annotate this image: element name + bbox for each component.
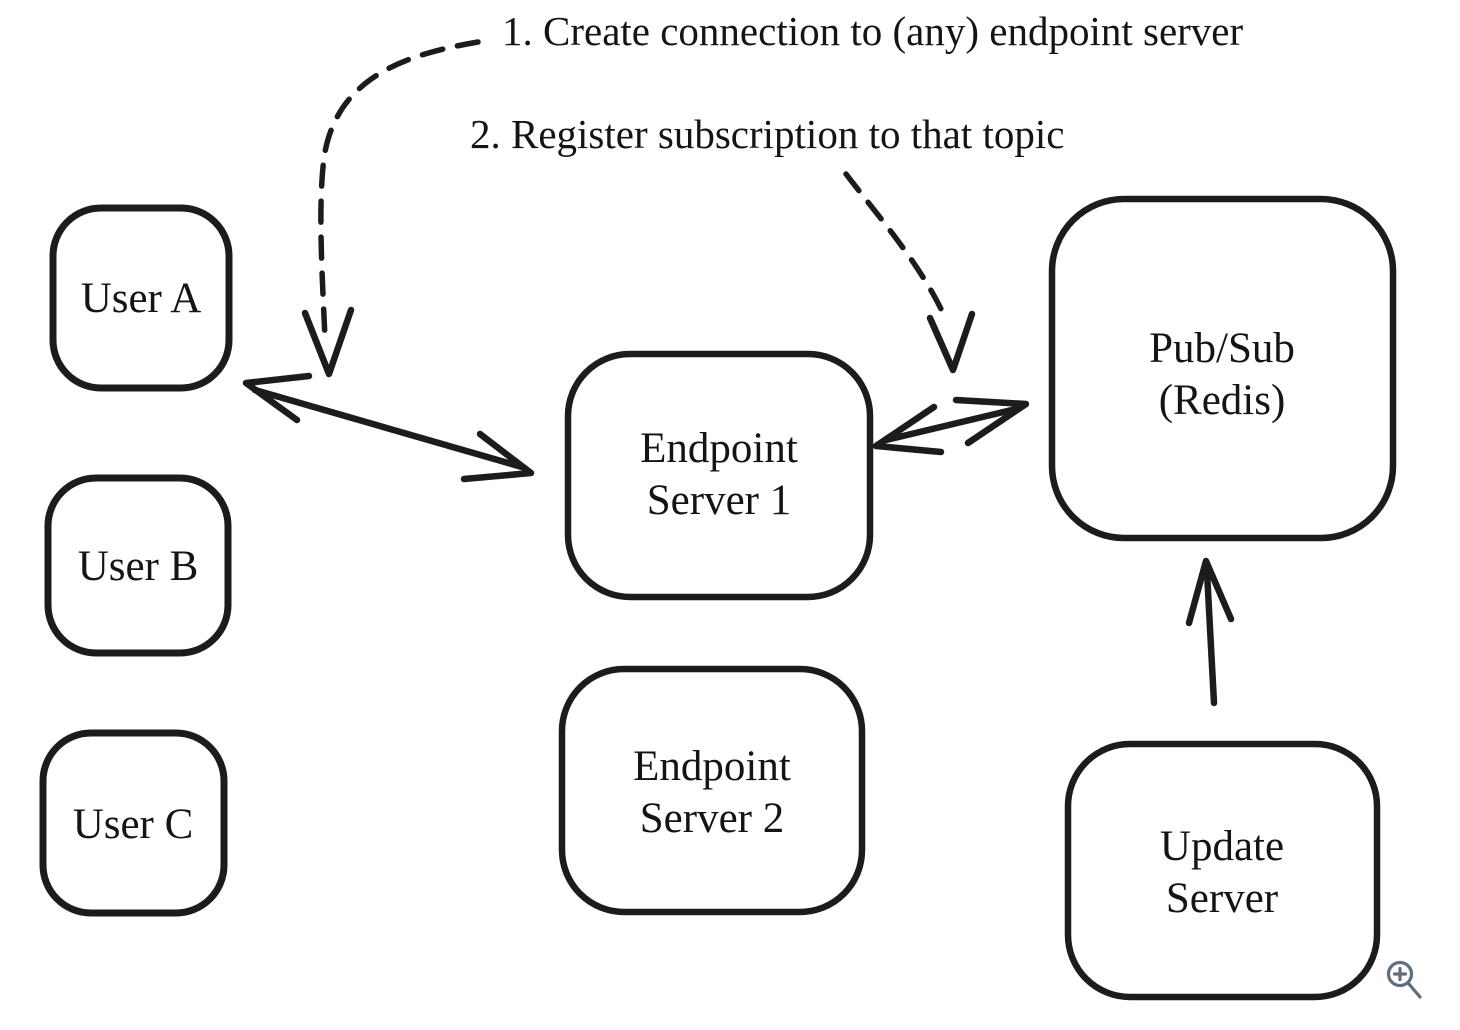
zoom-in-icon[interactable] [1386,960,1422,999]
endpoint-server-1-box [564,350,874,601]
endpoint-server-2-label-line2: Server 2 [640,795,784,842]
update-server-label-line1: Update [1160,823,1284,870]
edge-update-server-pubsub [1185,557,1235,707]
endpoint-server-1-label-line2: Server 1 [647,477,791,524]
diagram-ink [39,39,1397,1001]
annotation-step1: 1. Create connection to (any) endpoint s… [502,8,1243,54]
user-c-label: User C [73,801,194,848]
pubsub-box [1048,195,1397,542]
user-b-box [44,474,232,657]
user-a-label: User A [81,275,202,322]
edge-step1-annotation [301,39,481,378]
edge-endpoint-server-1-pubsub [872,396,1030,456]
user-a-box [49,204,233,392]
user-c-box [39,729,228,917]
edge-user-a-endpoint-server-1 [242,372,535,483]
user-b-label: User B [78,543,199,590]
endpoint-server-2-label-line1: Endpoint [633,743,791,790]
endpoint-server-2-box [558,665,866,916]
pubsub-label-line1: Pub/Sub [1149,325,1295,372]
edge-step2-annotation [843,171,976,374]
diagram-labels: 1. Create connection to (any) endpoint s… [73,8,1295,922]
update-server-box [1064,740,1381,1001]
endpoint-server-1-label-line1: Endpoint [640,425,798,472]
annotation-step2: 2. Register subscription to that topic [470,111,1064,157]
pubsub-label-line2: (Redis) [1159,377,1286,424]
update-server-label-line2: Server [1166,875,1278,922]
